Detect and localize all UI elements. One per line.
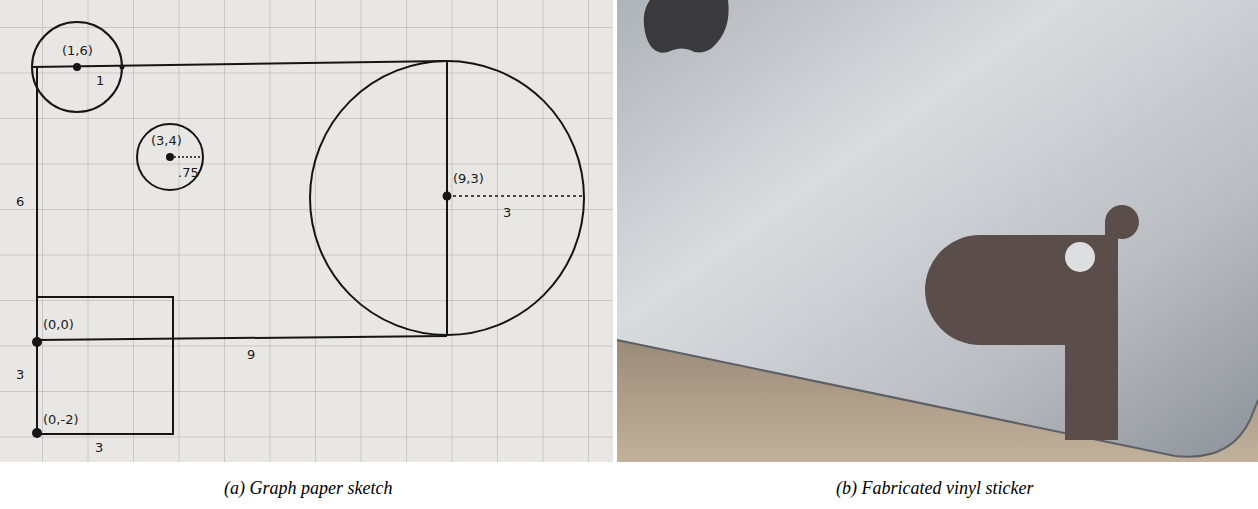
subfigure-caption: (b) Fabricated vinyl sticker — [836, 479, 1033, 497]
dimension: 3 — [95, 441, 103, 454]
graph-paper-sketch — [0, 0, 613, 462]
dimension: 1 — [96, 74, 104, 87]
dimension: 9 — [247, 348, 255, 361]
point-label: (0,0) — [43, 318, 74, 331]
point-label: (1,6) — [62, 44, 93, 57]
dimension: 6 — [16, 195, 24, 208]
point-label: (3,4) — [151, 134, 182, 147]
dimension: .75 — [178, 166, 199, 179]
dimension: 3 — [16, 368, 24, 381]
sticker-photo — [617, 0, 1258, 462]
dimension: 3 — [503, 206, 511, 219]
subfigure-caption: (a) Graph paper sketch — [224, 479, 392, 497]
point-label: (9,3) — [453, 172, 484, 185]
point-label: (0,-2) — [43, 413, 79, 426]
